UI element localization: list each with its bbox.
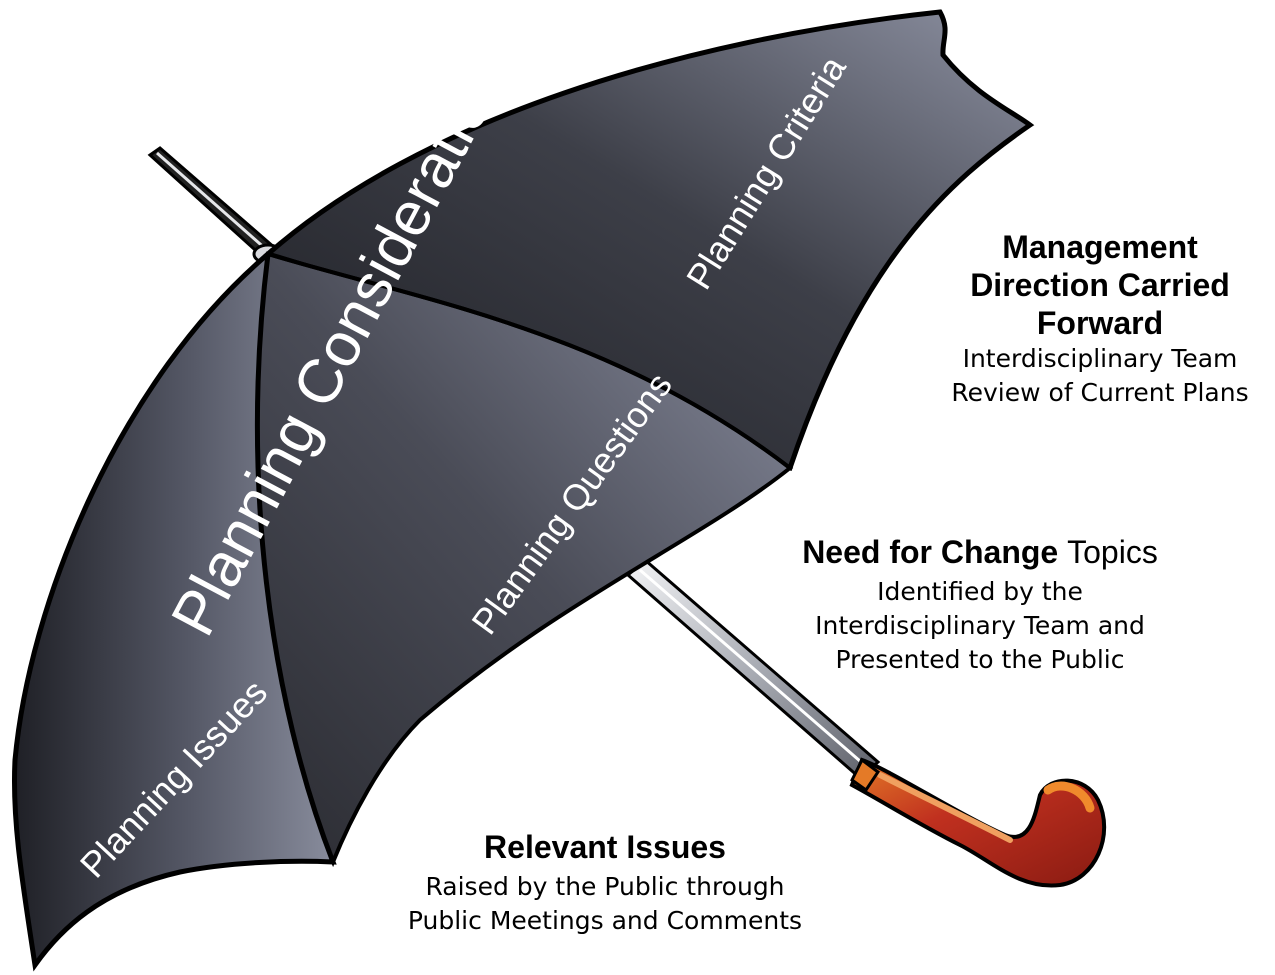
umbrella-rib (255, 253, 335, 863)
callout-relevant-issues-title: Relevant Issues (484, 829, 726, 865)
umbrella-rib (267, 252, 792, 470)
callout-need-for-change-sub-line1: Identified by the (877, 577, 1083, 606)
callout-need-for-change: Need for Change Topics Identified by the… (760, 533, 1200, 677)
callout-relevant-issues-sub-line1: Raised by the Public through (425, 872, 785, 901)
callout-need-for-change-title-normal: Topics (1067, 534, 1158, 570)
callout-relevant-issues-subtitle: Raised by the Public through Public Meet… (380, 870, 830, 938)
callout-need-for-change-title: Need for Change Topics (760, 533, 1200, 571)
callout-management-title-line3: Forward (1036, 305, 1164, 341)
umbrella-tip (147, 146, 284, 265)
umbrella-handle (849, 757, 1107, 888)
callout-management-sub-line1: Interdisciplinary Team (962, 344, 1238, 373)
callout-relevant-issues: Relevant Issues Raised by the Public thr… (380, 828, 830, 938)
callout-need-for-change-title-bold: Need for Change (802, 534, 1059, 570)
callout-management-title-line1: Management (1002, 229, 1198, 265)
callout-management-title: Management Direction Carried Forward (920, 228, 1275, 342)
callout-management-sub-line2: Review of Current Plans (951, 378, 1249, 407)
callout-need-for-change-sub-line2: Interdisciplinary Team and (815, 611, 1145, 640)
callout-need-for-change-subtitle: Identified by the Interdisciplinary Team… (760, 575, 1200, 677)
callout-management-title-line2: Direction Carried (970, 267, 1230, 303)
callout-management-subtitle: Interdisciplinary Team Review of Current… (920, 342, 1275, 410)
callout-relevant-issues-sub-line2: Public Meetings and Comments (407, 906, 803, 935)
callout-need-for-change-sub-line3: Presented to the Public (835, 645, 1125, 674)
callout-management: Management Direction Carried Forward Int… (920, 228, 1275, 410)
